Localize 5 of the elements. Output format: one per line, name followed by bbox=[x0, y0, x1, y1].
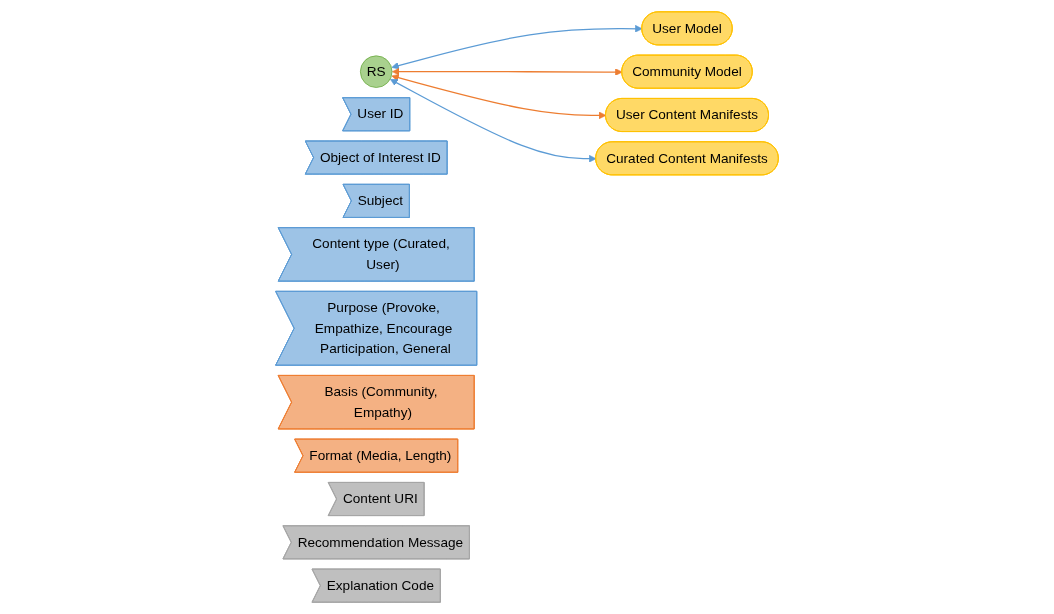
arrow bbox=[391, 25, 643, 70]
arrow bbox=[390, 79, 597, 163]
arrow bbox=[391, 74, 607, 120]
node-circle: RS bbox=[359, 55, 393, 88]
arrow bbox=[392, 67, 623, 76]
